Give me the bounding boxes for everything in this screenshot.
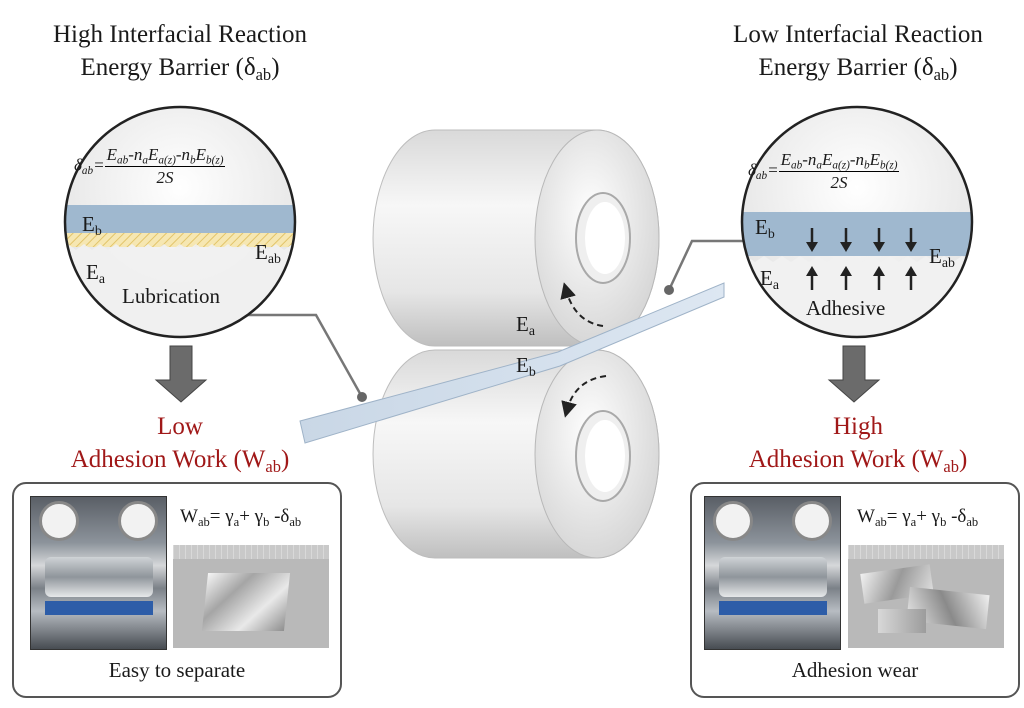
right-equation: δab= Eab-naEa(z)-nbEb(z) 2S: [748, 150, 900, 192]
right-work-equation: Wab= γa+ γb -δab: [857, 506, 979, 529]
right-foil-photo: [848, 545, 1004, 648]
left-mode-label: Lubrication: [122, 284, 220, 308]
upper-roller: [372, 129, 660, 347]
left-work-equation: Wab= γa+ γb -δab: [180, 506, 302, 529]
right-eab-label: Eab: [929, 244, 955, 271]
upper-rotation-arrow: [560, 282, 604, 327]
right-magnifier: [740, 105, 974, 339]
left-magnifier: [63, 105, 297, 339]
right-mill-photo: [704, 496, 841, 650]
metal-sheet: [299, 282, 725, 444]
right-mode-label: Adhesive: [806, 296, 886, 320]
left-ea-label: Ea: [86, 260, 105, 287]
compression-arrows: [806, 228, 917, 290]
left-heading: High Interfacial Reaction Energy Barrier…: [52, 21, 308, 84]
left-eab-label: Eab: [255, 240, 281, 267]
left-connector-line: [243, 313, 364, 398]
right-down-arrow: [827, 345, 881, 403]
left-down-arrow: [154, 345, 208, 403]
left-foil-photo: [173, 545, 329, 648]
lower-rotation-arrow: [561, 375, 607, 418]
left-adhesion-work: Low Adhesion Work (Wab): [70, 413, 290, 476]
right-connector-line: [667, 239, 744, 291]
left-equation: δab= Eab-naEa(z)-nbEb(z) 2S: [74, 145, 226, 187]
right-eb-label: Eb: [755, 215, 775, 242]
lower-roller-label: Eb: [516, 353, 536, 380]
left-eb-label: Eb: [82, 212, 102, 239]
right-heading: Low Interfacial Reaction Energy Barrier …: [733, 21, 983, 84]
right-ea-label: Ea: [760, 266, 779, 293]
right-caption: Adhesion wear: [791, 658, 919, 682]
lower-roller: [372, 349, 660, 559]
right-adhesion-work: High Adhesion Work (Wab): [748, 413, 968, 476]
left-caption: Easy to separate: [108, 658, 246, 682]
upper-roller-label: Ea: [516, 312, 535, 339]
left-mill-photo: [30, 496, 167, 650]
